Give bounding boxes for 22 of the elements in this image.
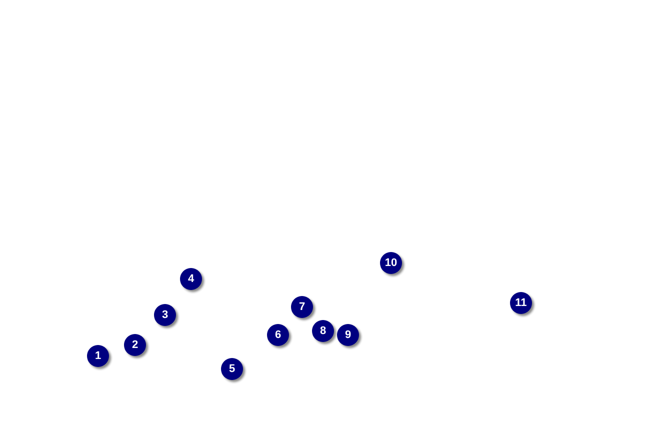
callout-marker <box>267 324 289 346</box>
callout-marker <box>337 324 359 346</box>
callout-number: 5 <box>228 364 236 374</box>
callout-number: 4 <box>188 274 194 284</box>
callout-number: 2 <box>132 340 138 350</box>
callout-marker <box>291 296 313 318</box>
callout-marker <box>510 292 532 314</box>
callout-marker <box>312 320 334 342</box>
callout-marker <box>180 268 202 290</box>
callout-number: 1 <box>94 350 102 362</box>
callout-number: 8 <box>320 326 326 336</box>
callout-number: 6 <box>274 330 282 340</box>
callout-number: 10 <box>384 258 398 268</box>
callout-marker <box>87 345 109 367</box>
callout-number: 9 <box>344 330 352 340</box>
callout-number: 3 <box>162 310 168 320</box>
callout-number: 7 <box>298 302 306 312</box>
callout-marker <box>221 358 243 380</box>
callout-marker <box>380 252 402 274</box>
callout-marker <box>154 304 176 326</box>
callout-marker <box>124 334 146 356</box>
callout-number: 11 <box>515 298 527 308</box>
